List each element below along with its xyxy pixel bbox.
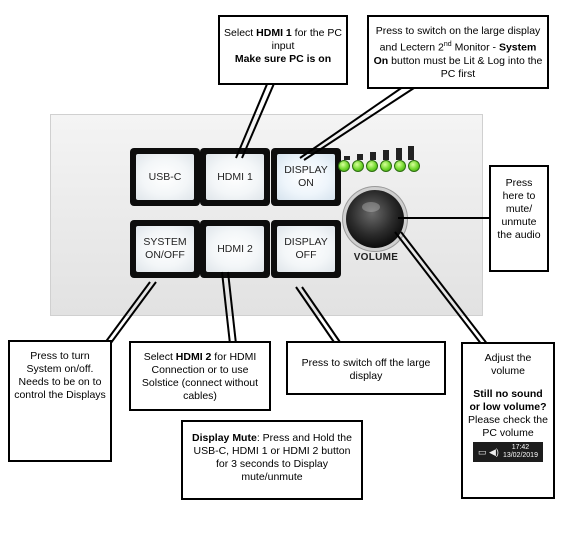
- volume-led: [366, 160, 378, 172]
- callout-hdmi-1: Select HDMI 1 for the PC input Make sure…: [218, 15, 348, 85]
- callout-text: Adjust the volume: [484, 352, 532, 377]
- hdmi-2-button-label: HDMI 2: [206, 226, 264, 272]
- volume-led: [352, 160, 364, 172]
- volume-led: [408, 160, 420, 172]
- display-off-button[interactable]: DISPLAY OFF: [271, 220, 341, 278]
- taskbar-time: 17:42: [511, 444, 530, 451]
- callout-bold: HDMI 2: [175, 351, 212, 363]
- level-bar: [396, 148, 402, 160]
- callout-text: button must be Lit & Log into the PC fir…: [388, 54, 543, 80]
- hdmi-1-button[interactable]: HDMI 1: [200, 148, 270, 206]
- callout-text: Please check the PC volume: [468, 414, 548, 439]
- display-on-button-label: DISPLAY ON: [277, 154, 335, 200]
- callout-text: Monitor: [451, 41, 490, 54]
- display-on-button[interactable]: DISPLAY ON: [271, 148, 341, 206]
- callout-volume: Adjust the volume Still no sound or low …: [461, 342, 555, 499]
- level-bar: [370, 152, 376, 160]
- callout-text: : Press and Hold the USB-C, HDMI 1 or HD…: [193, 432, 352, 483]
- callout-text: Select: [224, 27, 257, 39]
- volume-level-bars: [344, 146, 414, 160]
- volume-led: [338, 160, 350, 172]
- level-bar: [408, 146, 414, 160]
- pc-taskbar: ▭ ◀) 17:42 13/02/2019: [473, 442, 543, 462]
- callout-text: Press to switch off the large display: [301, 357, 431, 382]
- callout-bold: Make sure PC is on: [234, 53, 332, 65]
- callout-hdmi-2: Select HDMI 2 for HDMI Connection or to …: [129, 341, 271, 411]
- display-off-button-label: DISPLAY OFF: [277, 226, 335, 272]
- volume-led: [394, 160, 406, 172]
- system-onoff-button-label: SYSTEM ON/OFF: [136, 226, 194, 272]
- callout-text: for HDMI Connection or to use Solstice (…: [141, 351, 259, 402]
- callout-text: Press here to mute/ unmute the audio: [497, 177, 541, 241]
- callout-bold: Display Mute: [192, 432, 257, 444]
- level-bar: [383, 150, 389, 160]
- callout-bold: Still no sound or low volume?: [469, 388, 547, 413]
- taskbar-date: 13/02/2019: [502, 452, 538, 459]
- callout-bold: HDMI 1: [256, 27, 292, 39]
- callout-bold: System On: [373, 41, 537, 67]
- hdmi-1-button-label: HDMI 1: [206, 154, 264, 200]
- control-panel: [50, 114, 483, 316]
- callout-text: Select: [143, 351, 176, 363]
- taskbar-clock: 17:42 13/02/2019: [503, 444, 538, 460]
- volume-led: [380, 160, 392, 172]
- callout-display-on: Press to switch on the large display and…: [367, 15, 549, 89]
- callout-text: Press to switch on the large display and…: [375, 25, 541, 54]
- usb-c-button[interactable]: USB-C: [130, 148, 200, 206]
- callout-mute: Press here to mute/ unmute the audio: [489, 165, 549, 272]
- usb-c-button-label: USB-C: [136, 154, 194, 200]
- callout-text: Press to turn System on/off. Needs to be…: [14, 350, 106, 401]
- volume-label: VOLUME: [353, 252, 399, 263]
- callout-system: Press to turn System on/off. Needs to be…: [8, 340, 112, 462]
- callout-display-mute: Display Mute: Press and Hold the USB-C, …: [181, 420, 363, 500]
- volume-leds: [338, 160, 422, 173]
- callout-text: -: [492, 41, 499, 54]
- network-speaker-icon: ▭ ◀): [478, 446, 499, 457]
- hdmi-2-button[interactable]: HDMI 2: [200, 220, 270, 278]
- volume-knob[interactable]: [346, 190, 404, 248]
- callout-sup: nd: [443, 41, 452, 48]
- system-onoff-button[interactable]: SYSTEM ON/OFF: [130, 220, 200, 278]
- callout-text: for the PC input: [271, 27, 342, 52]
- callout-display-off: Press to switch off the large display: [286, 341, 446, 395]
